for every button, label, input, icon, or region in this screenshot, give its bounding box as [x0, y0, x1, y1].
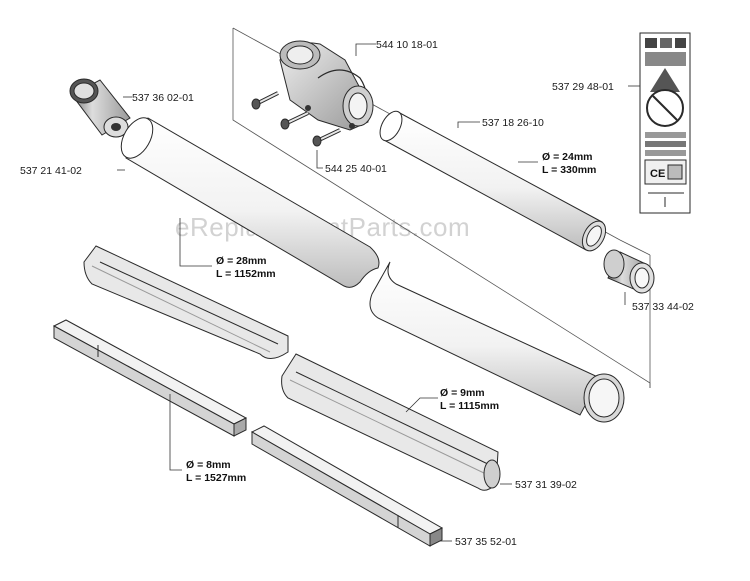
screws-part[interactable]: [251, 91, 341, 147]
end-cap-label: 537 36 02-01: [132, 92, 194, 104]
screws-label: 544 25 40-01: [325, 163, 387, 175]
end-cap-part[interactable]: [69, 78, 131, 138]
liner-part[interactable]: [83, 245, 501, 491]
coupling-housing-part[interactable]: [279, 40, 374, 131]
small-tube-diameter: Ø = 24mm: [542, 151, 593, 163]
decal-part[interactable]: CE: [639, 32, 691, 214]
small-tube-label: 537 18 26-10: [482, 117, 544, 129]
liner-diameter: Ø = 9mm: [440, 387, 485, 399]
main-tube-part[interactable]: [115, 112, 625, 423]
bushing-label: 537 33 44-02: [632, 301, 694, 313]
main-tube-label: 537 21 41-02: [20, 165, 82, 177]
drive-shaft-part[interactable]: [52, 319, 444, 547]
main-tube-diameter: Ø = 28mm: [216, 255, 267, 267]
decal-ce-mark: CE: [650, 168, 665, 180]
drive-shaft-label: 537 35 52-01: [455, 536, 517, 548]
main-tube-length: L = 1152mm: [216, 268, 276, 280]
small-tube-part[interactable]: [376, 108, 611, 255]
drive-shaft-diameter: Ø = 8mm: [186, 459, 231, 471]
drive-shaft-length: L = 1527mm: [186, 472, 246, 484]
decal-label: 537 29 48-01: [552, 81, 614, 93]
liner-length: L = 1115mm: [440, 400, 499, 412]
liner-label: 537 31 39-02: [515, 479, 577, 491]
coupling-housing-label: 544 10 18-01: [376, 39, 438, 51]
small-tube-length: L = 330mm: [542, 164, 596, 176]
bushing-part[interactable]: [603, 249, 655, 294]
